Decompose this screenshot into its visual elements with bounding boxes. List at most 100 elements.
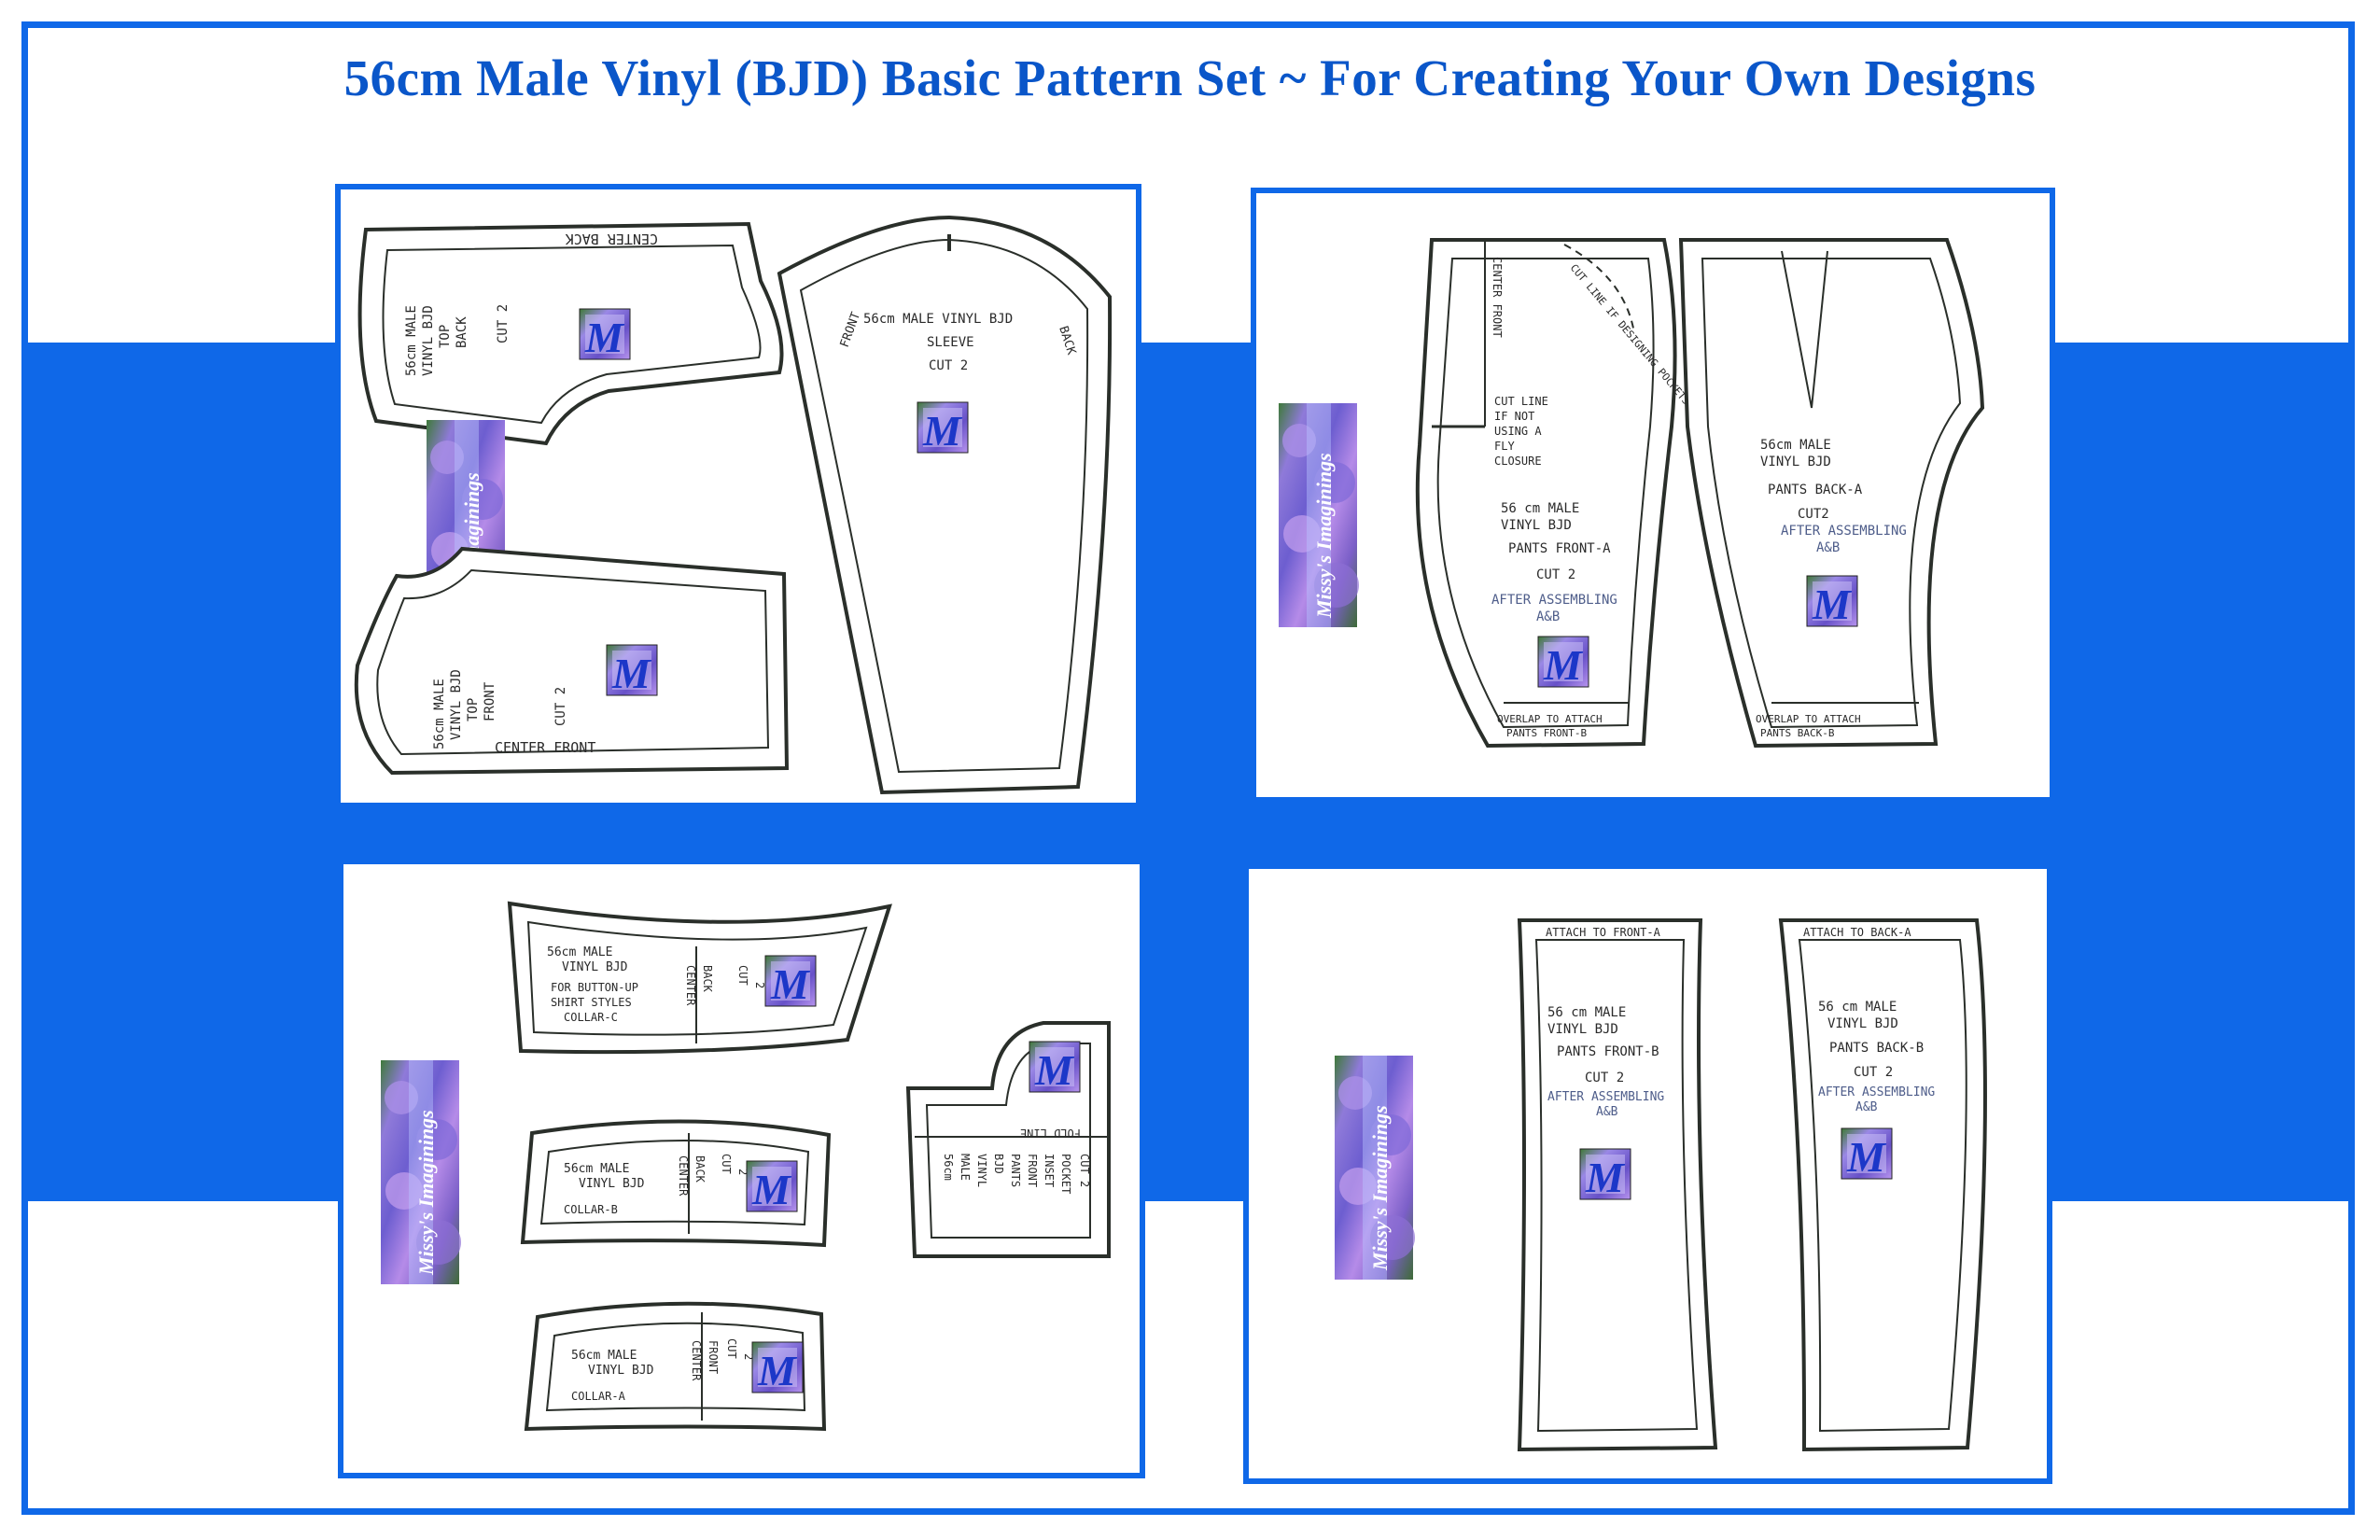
collar-a-count: 2 xyxy=(742,1353,755,1360)
panel-collars: Missy's Imaginings 56cm MALE VINYL BJD F… xyxy=(338,859,1145,1478)
overlap-note-1: OVERLAP TO ATTACH xyxy=(1756,713,1861,725)
pants-back-a-line3: PANTS BACK-A xyxy=(1768,483,1863,497)
collar-c-line3: FOR BUTTON-UP xyxy=(551,981,638,994)
monogram-letter: M xyxy=(584,314,625,361)
monogram-letter: M xyxy=(1543,641,1584,689)
center-front-label: CENTER FRONT xyxy=(495,739,595,756)
collar-a-line3: COLLAR-A xyxy=(571,1390,626,1403)
pocket-line1: 56cm xyxy=(942,1154,955,1181)
collar-c-line4: SHIRT STYLES xyxy=(551,996,632,1009)
top-front-cut: CUT 2 xyxy=(553,687,568,726)
pocket-line6: FRONT xyxy=(1026,1154,1039,1187)
collar-c-back: BACK xyxy=(701,965,714,993)
top-front-line2: VINYL BJD xyxy=(449,669,464,740)
pattern-top-front: 56cm MALE VINYL BJD TOP FRONT CUT 2 CENT… xyxy=(354,546,790,776)
pattern-inset-pocket: FOLD LINE M 56cm MALE VINYL BJD PANTS FR… xyxy=(905,1021,1111,1258)
pocket-line2: MALE xyxy=(959,1154,972,1181)
pocket-line4: BJD xyxy=(992,1154,1005,1174)
pattern-collar-b: 56cm MALE VINYL BJD COLLAR-B CENTER BACK… xyxy=(520,1119,832,1248)
pattern-collar-a: 56cm MALE VINYL BJD COLLAR-A CENTER FRON… xyxy=(524,1301,827,1432)
attach-front-label: ATTACH TO FRONT-A xyxy=(1546,926,1661,939)
collar-b-count: 2 xyxy=(736,1169,749,1175)
pants-back-a-after: AFTER ASSEMBLING xyxy=(1781,524,1907,539)
overlap-note-2: PANTS FRONT-B xyxy=(1506,727,1587,739)
center-back-label: CENTER BACK xyxy=(566,231,658,247)
brand-logo: Missy's Imaginings xyxy=(1335,1056,1415,1280)
pattern-collar-c: 56cm MALE VINYL BJD FOR BUTTON-UP SHIRT … xyxy=(507,901,892,1055)
pants-front-b-after: AFTER ASSEMBLING xyxy=(1547,1090,1664,1104)
top-back-line4: BACK xyxy=(455,316,469,348)
collar-c-line5: COLLAR-C xyxy=(564,1011,618,1024)
panel-pants-a: Missy's Imaginings CENTER FRONT CUT LINE… xyxy=(1251,188,2055,803)
monogram-letter: M xyxy=(922,407,963,455)
pants-front-a-ab: A&B xyxy=(1536,609,1560,624)
top-front-line3: TOP xyxy=(466,698,481,721)
collar-a-cut: CUT xyxy=(725,1338,738,1359)
pants-back-b-ab: A&B xyxy=(1855,1100,1878,1114)
fly-note-1: CUT LINE xyxy=(1494,395,1548,408)
collar-a-center: CENTER xyxy=(690,1340,703,1381)
pants-front-a-line3: PANTS FRONT-A xyxy=(1508,541,1611,556)
fly-note-5: CLOSURE xyxy=(1494,455,1542,468)
fly-note-2: IF NOT xyxy=(1494,410,1534,423)
brand-text: Missy's Imaginings xyxy=(414,1110,438,1276)
pocket-line3: VINYL xyxy=(975,1154,988,1187)
monogram-letter: M xyxy=(1812,581,1853,628)
panel-top-pattern: CENTER BACK 56cm MALE VINYL BJD TOP BACK… xyxy=(335,184,1141,808)
pants-front-a-line1: 56 cm MALE xyxy=(1501,501,1579,516)
pants-front-b-ab: A&B xyxy=(1596,1105,1618,1119)
pants-back-a-line2: VINYL BJD xyxy=(1760,455,1831,469)
top-back-line2: VINYL BJD xyxy=(421,305,436,376)
pattern-pants-front-b: ATTACH TO FRONT-A 56 cm MALE VINYL BJD P… xyxy=(1517,918,1718,1452)
pants-front-b-line3: PANTS FRONT-B xyxy=(1557,1044,1659,1059)
pattern-pants-back-b: ATTACH TO BACK-A 56 cm MALE VINYL BJD PA… xyxy=(1778,918,1987,1452)
pants-front-b-cut: CUT 2 xyxy=(1585,1071,1624,1085)
collar-a-front: FRONT xyxy=(707,1340,720,1374)
collar-b-line3: COLLAR-B xyxy=(564,1203,618,1216)
monogram-letter: M xyxy=(757,1347,798,1394)
overlap-note-2: PANTS BACK-B xyxy=(1760,727,1835,739)
pants-front-b-line2: VINYL BJD xyxy=(1547,1022,1618,1037)
collar-c-cut: CUT xyxy=(736,965,749,986)
pattern-pants-front-a: CENTER FRONT CUT LINE IF DESIGNING POCKE… xyxy=(1415,238,1692,749)
top-back-line3: TOP xyxy=(438,325,453,348)
collar-b-center: CENTER xyxy=(677,1155,690,1197)
collar-b-line2: VINYL BJD xyxy=(579,1177,645,1191)
pants-back-b-after: AFTER ASSEMBLING xyxy=(1818,1085,1935,1099)
collar-c-count: 2 xyxy=(753,982,766,988)
pants-back-a-line1: 56cm MALE xyxy=(1760,438,1831,453)
overlap-note-1: OVERLAP TO ATTACH xyxy=(1497,713,1603,725)
top-back-cut: CUT 2 xyxy=(496,304,511,343)
collar-c-line1: 56cm MALE xyxy=(547,945,612,959)
pants-back-b-cut: CUT 2 xyxy=(1854,1065,1893,1080)
center-front-text: CENTER FRONT xyxy=(1491,257,1504,338)
pants-back-b-line1: 56 cm MALE xyxy=(1818,1000,1897,1015)
fold-line-label: FOLD LINE xyxy=(1020,1127,1081,1140)
top-back-line1: 56cm MALE xyxy=(404,305,419,376)
monogram-letter: M xyxy=(1846,1133,1887,1181)
pocket-line5: PANTS xyxy=(1009,1154,1022,1187)
monogram-letter: M xyxy=(770,960,811,1008)
monogram-letter: M xyxy=(1585,1154,1626,1201)
pants-front-a-line2: VINYL BJD xyxy=(1501,518,1572,533)
pocket-cut: CUT 2 xyxy=(1078,1154,1091,1187)
sleeve-line2: SLEEVE xyxy=(927,335,974,350)
fly-note-3: USING A xyxy=(1494,425,1542,438)
collar-b-cut: CUT xyxy=(720,1154,733,1174)
pocket-line8: POCKET xyxy=(1059,1154,1072,1194)
pattern-pants-back-a: 56cm MALE VINYL BJD PANTS BACK-A CUT2 AF… xyxy=(1678,238,1985,749)
top-front-line4: FRONT xyxy=(483,681,497,721)
pocket-line7: INSET xyxy=(1043,1154,1056,1187)
pants-front-a-after: AFTER ASSEMBLING xyxy=(1491,593,1617,608)
brand-text: Missy's Imaginings xyxy=(1368,1105,1392,1271)
pants-back-a-cut: CUT2 xyxy=(1798,507,1829,522)
pants-back-b-line3: PANTS BACK-B xyxy=(1829,1041,1924,1056)
brand-text: Missy's Imaginings xyxy=(1312,453,1336,619)
brand-logo: Missy's Imaginings xyxy=(381,1060,461,1284)
fly-note-4: FLY xyxy=(1494,440,1515,453)
panel-pants-b: Missy's Imaginings ATTACH TO FRONT-A 56 … xyxy=(1243,863,2052,1484)
attach-back-label: ATTACH TO BACK-A xyxy=(1803,926,1911,939)
collar-a-line1: 56cm MALE xyxy=(571,1349,637,1363)
sleeve-cut: CUT 2 xyxy=(929,358,968,373)
monogram-letter: M xyxy=(611,650,652,697)
